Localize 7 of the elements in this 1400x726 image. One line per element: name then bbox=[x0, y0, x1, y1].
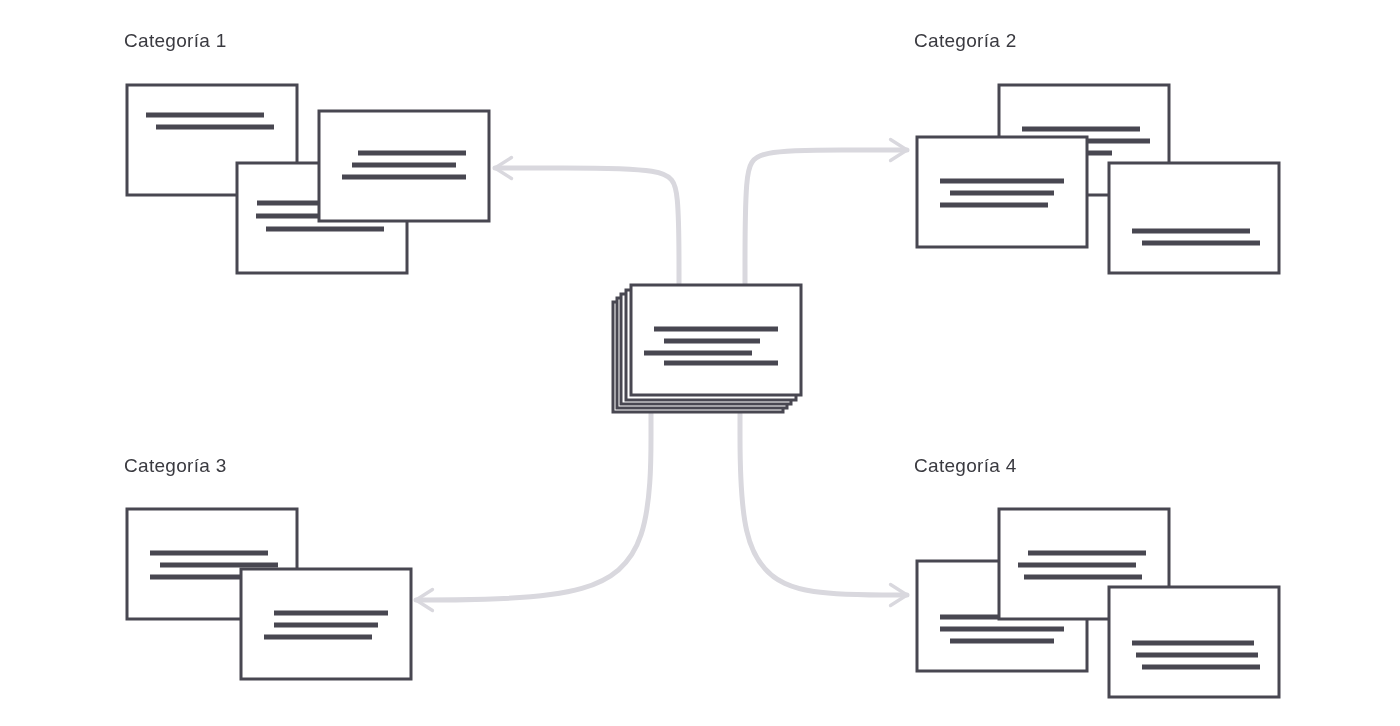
category-heading: Categoría 2 bbox=[914, 30, 1017, 52]
category-heading: Categoría 4 bbox=[914, 455, 1017, 477]
category-heading: Categoría 1 bbox=[124, 30, 227, 52]
curved-arrow bbox=[492, 155, 682, 286]
curved-arrow bbox=[742, 137, 910, 286]
category-heading: Categoría 3 bbox=[124, 455, 227, 477]
card-stack-drawing bbox=[611, 283, 803, 414]
